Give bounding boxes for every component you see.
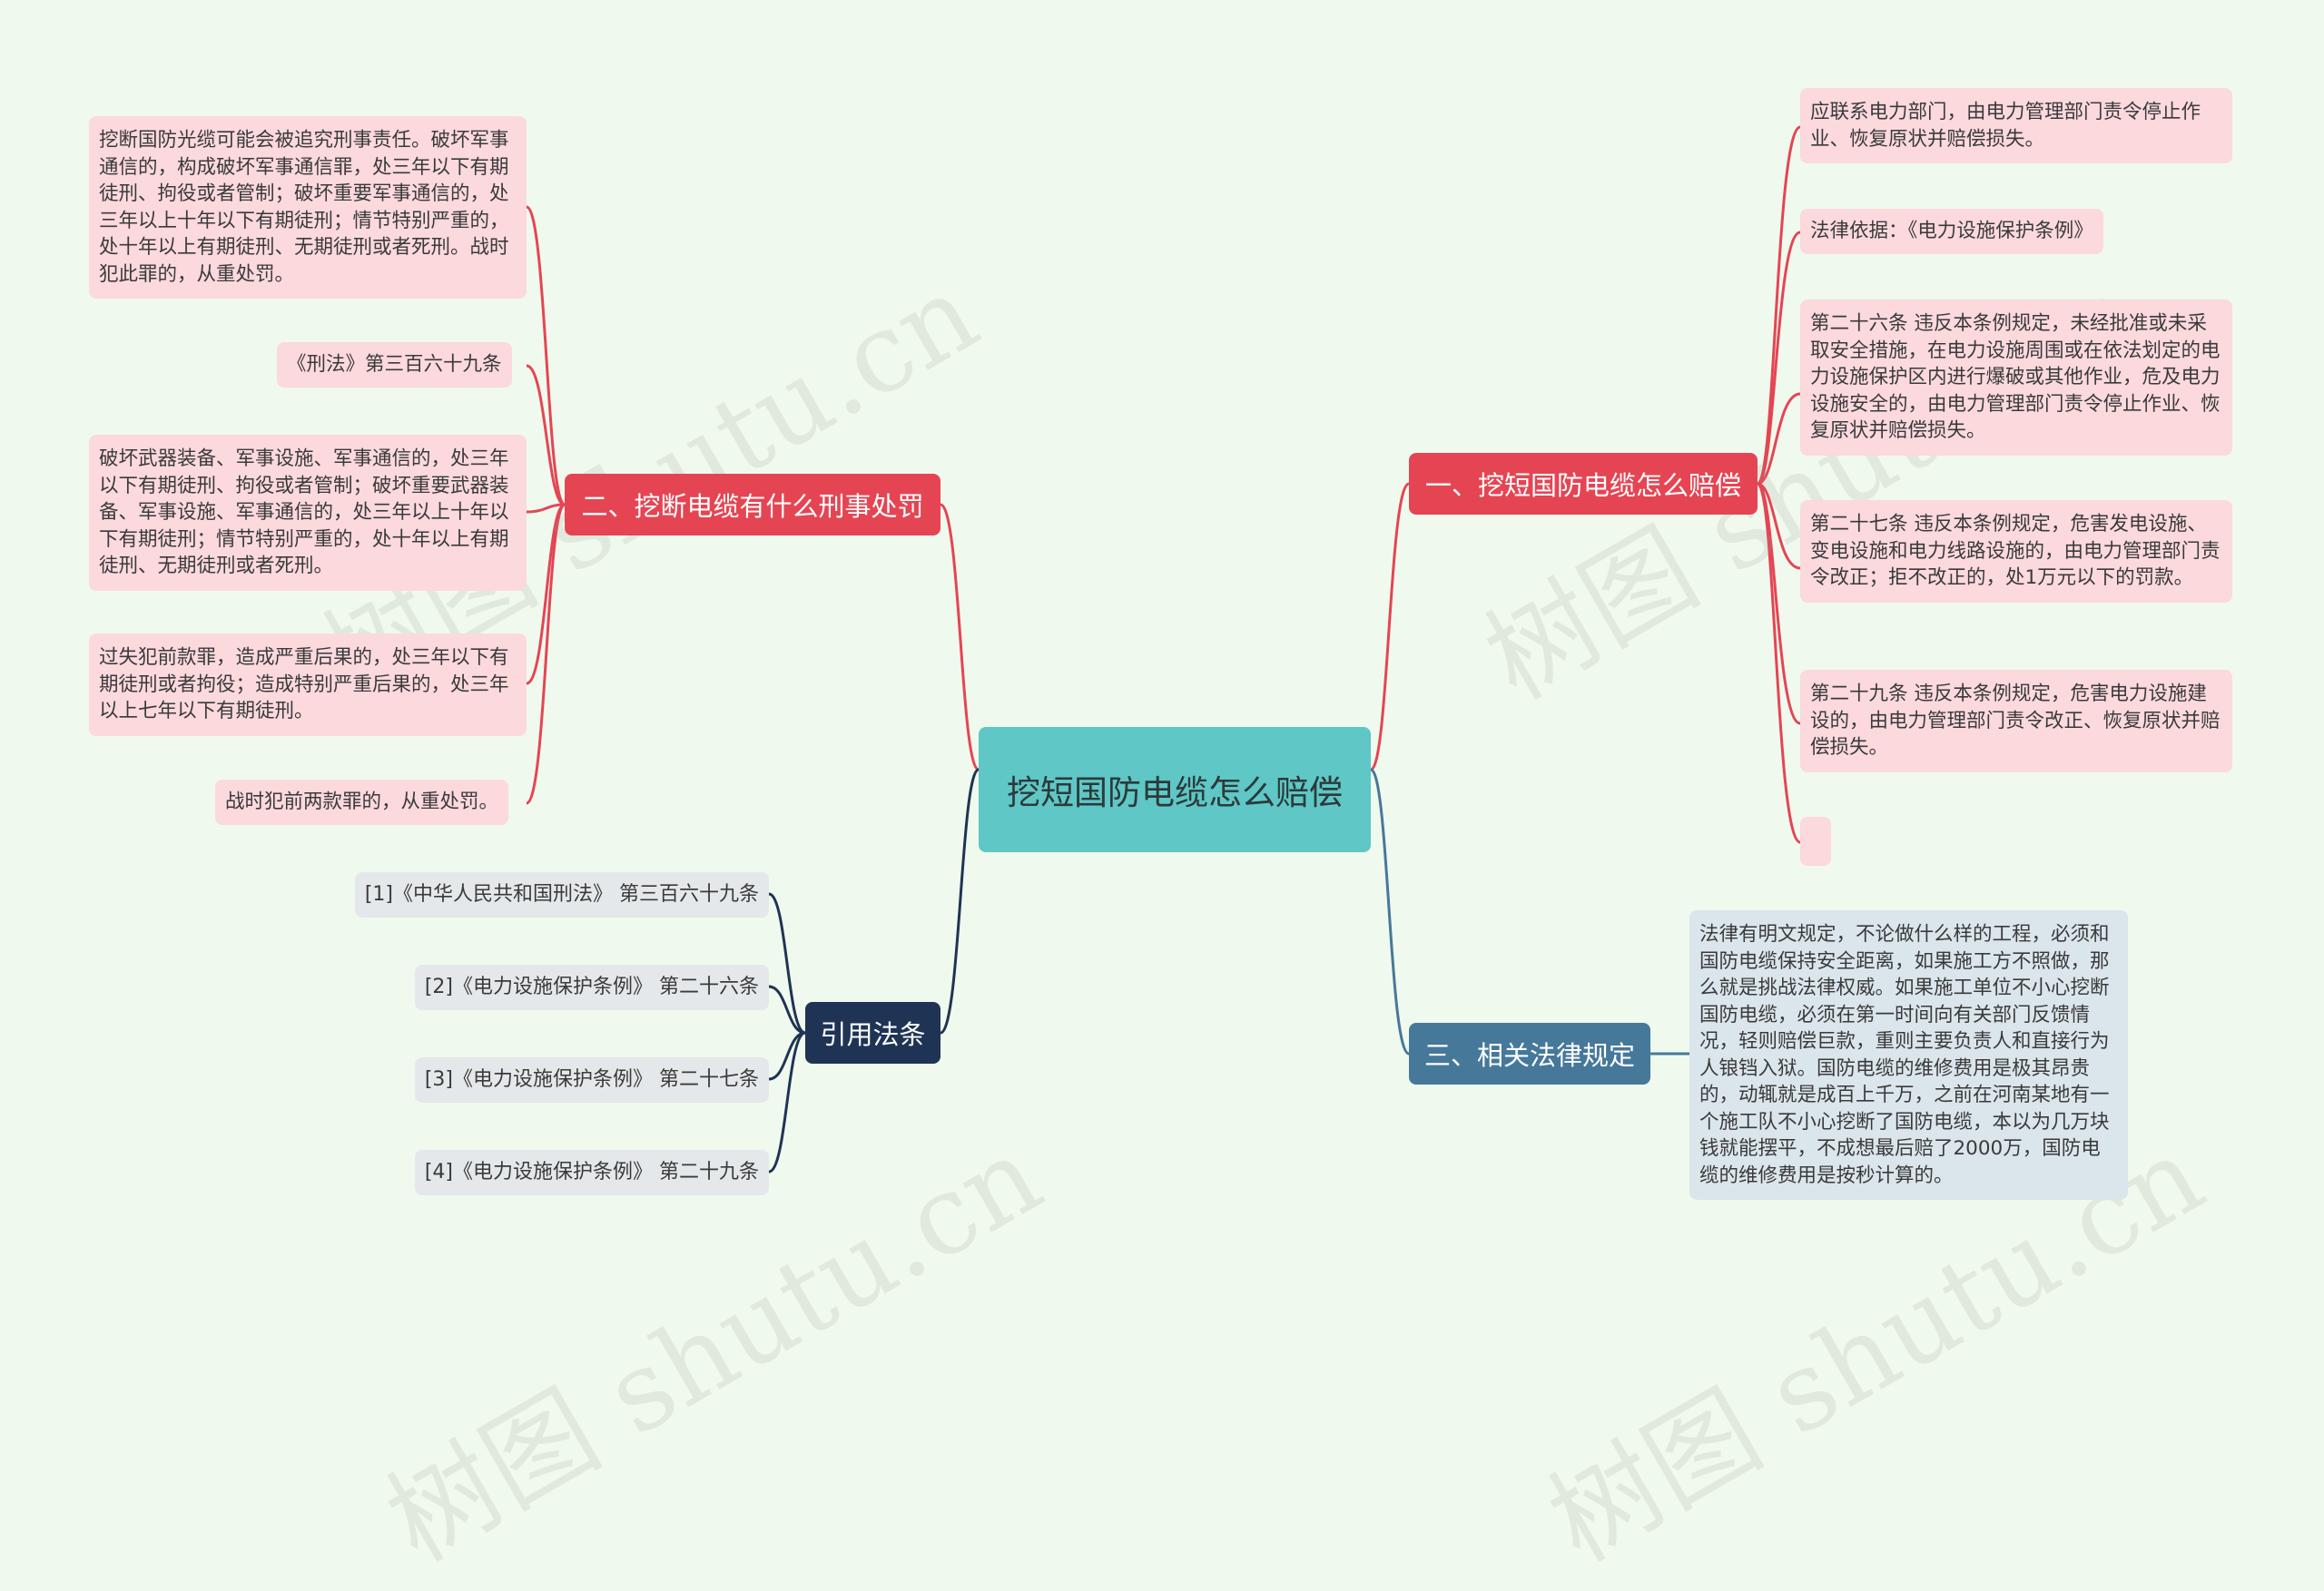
branch-criminal-penalty[interactable]: 二、挖断电缆有什么刑事处罚 xyxy=(565,474,940,535)
leaf-contact-power-department: 应联系电力部门，由电力管理部门责令停止作业、恢复原状并赔偿损失。 xyxy=(1800,88,2232,163)
link-b1-leaf2 xyxy=(1756,231,1801,486)
leaf-military-communication: 挖断国防光缆可能会被追究刑事责任。破坏军事通信的，构成破坏军事通信罪，处三年以下… xyxy=(89,116,527,299)
link-b2-leaf3 xyxy=(526,503,566,514)
branch-how-to-compensate[interactable]: 一、挖短国防电缆怎么赔偿 xyxy=(1409,453,1758,515)
link-b2-leaf5 xyxy=(525,503,566,805)
leaf-wartime: 战时犯前两款罪的，从重处罚。 xyxy=(215,780,509,825)
link-b2-leaf1 xyxy=(526,205,566,506)
leaf-destroy-weapons: 破坏武器装备、军事设施、军事通信的，处三年以下有期徒刑、拘役或者管制；破坏重要武… xyxy=(89,435,527,591)
mindmap-canvas: 树图 shutu.cn 树图 shutu.cn 树图 shutu.cn 树图 s… xyxy=(89,88,2232,1586)
leaf-negligence: 过失犯前款罪，造成严重后果的，处三年以下有期徒刑或者拘役；造成特别严重后果的，处… xyxy=(89,633,527,736)
link-root-b3 xyxy=(1369,768,1411,1056)
link-b1-leaf6 xyxy=(1756,482,1801,844)
link-b4-leaf3 xyxy=(768,1031,806,1081)
leaf-law-explanation: 法律有明文规定，不论做什么样的工程，必须和国防电缆保持安全距离，如果施工方不照做… xyxy=(1689,910,2128,1200)
root-topic[interactable]: 挖短国防电缆怎么赔偿 xyxy=(979,727,1371,852)
leaf-empty xyxy=(1800,817,1831,866)
link-root-b4 xyxy=(940,768,980,1035)
leaf-article-29: 第二十九条 违反本条例规定，危害电力设施建设的，由电力管理部门责令改正、恢复原状… xyxy=(1800,670,2232,772)
citation-item[interactable]: [3]《电力设施保护条例》 第二十七条 xyxy=(414,1057,769,1103)
link-root-b1 xyxy=(1369,482,1411,771)
link-b1-leaf3 xyxy=(1757,392,1801,486)
leaf-criminal-law-369: 《刑法》第三百六十九条 xyxy=(277,342,512,388)
link-b4-leaf4 xyxy=(768,1031,806,1174)
branch-cited-articles[interactable]: 引用法条 xyxy=(805,1002,940,1064)
branch-related-laws[interactable]: 三、相关法律规定 xyxy=(1409,1023,1650,1085)
leaf-article-27: 第二十七条 违反本条例规定，危害发电设施、变电设施和电力线路设施的，由电力管理部… xyxy=(1800,500,2232,603)
connector-lines xyxy=(525,125,1801,1174)
leaf-legal-basis: 法律依据：《电力设施保护条例》 xyxy=(1800,209,2103,254)
link-b4-leaf1 xyxy=(768,892,806,1035)
citation-item[interactable]: [2]《电力设施保护条例》 第二十六条 xyxy=(414,965,769,1010)
link-b1-leaf4 xyxy=(1757,482,1801,570)
link-root-b2 xyxy=(940,503,980,771)
citation-item[interactable]: [1]《中华人民共和国刑法》 第三百六十九条 xyxy=(354,872,769,918)
leaf-article-26: 第二十六条 违反本条例规定，未经批准或未采取安全措施，在电力设施周围或在依法划定… xyxy=(1800,300,2232,456)
link-b4-leaf2 xyxy=(768,985,806,1035)
citation-item[interactable]: [4]《电力设施保护条例》 第二十九条 xyxy=(414,1150,769,1195)
link-b2-leaf2 xyxy=(526,364,566,506)
